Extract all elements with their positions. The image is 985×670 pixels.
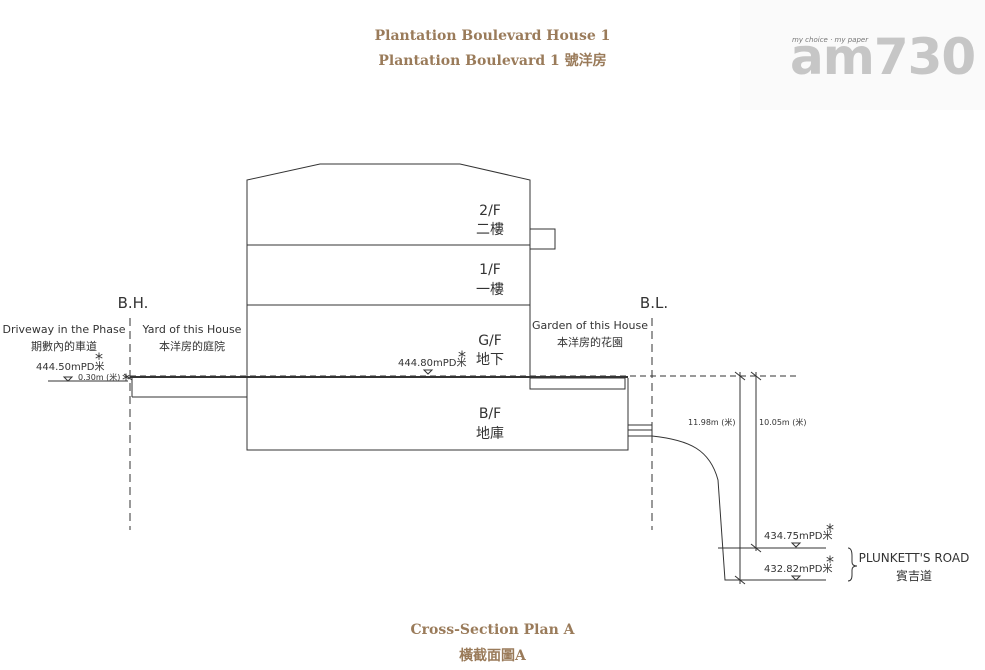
logo-tagline: my choice · my paper <box>792 36 869 44</box>
level-marker-gf <box>422 369 434 375</box>
label-bh: B.H. <box>118 294 149 312</box>
yard-label-zh: 本洋房的庭院 <box>159 339 225 353</box>
asterisk-432: * <box>826 552 834 571</box>
caption-zh: 橫截面圖A <box>459 648 526 664</box>
slope-line <box>651 435 826 581</box>
garden-label: Garden of this House <box>532 319 648 332</box>
label-gf: G/F <box>478 333 502 349</box>
am730-logo: am730 my choice · my paper <box>740 0 985 110</box>
basement-outline <box>246 378 629 451</box>
level-driveway: 444.50mPD米 <box>36 360 104 373</box>
road-label: PLUNKETT'S ROAD <box>859 551 970 565</box>
tick-a <box>734 371 746 381</box>
garden-slab <box>529 377 626 390</box>
level-marker-432 <box>790 575 802 581</box>
dim-1198: 11.98m (米) <box>688 417 735 427</box>
label-2f-zh: 二樓 <box>476 222 504 238</box>
title-en: Plantation Boulevard House 1 <box>374 28 611 44</box>
driveway-label: Driveway in the Phase <box>3 323 126 336</box>
logo-brand: am730 <box>790 28 976 86</box>
dim-small: 0.30m (米) <box>78 372 120 382</box>
tick-b <box>750 371 762 381</box>
dim-1005: 10.05m (米) <box>759 417 806 427</box>
house-roof <box>246 163 531 378</box>
level-43475: 434.75mPD米 <box>764 529 832 542</box>
label-2f: 2/F <box>479 203 501 219</box>
asterisk-driveway: * <box>95 349 103 368</box>
label-1f-zh: 一樓 <box>476 282 504 298</box>
label-bf-zh: 地庫 <box>476 425 504 442</box>
label-bl: B.L. <box>640 294 668 312</box>
tick-d <box>734 575 746 585</box>
balcony-2f <box>529 228 556 250</box>
label-gf-zh: 地下 <box>476 352 504 368</box>
level-marker-434 <box>790 542 802 548</box>
title-zh: Plantation Boulevard 1 號洋房 <box>378 53 607 69</box>
asterisk-434: * <box>826 520 834 539</box>
yard-label: Yard of this House <box>142 323 242 336</box>
asterisk-gf: * <box>458 347 466 366</box>
driveway-label-zh: 期數內的車道 <box>31 339 97 353</box>
road-brace <box>847 547 858 582</box>
caption-en: Cross-Section Plan A <box>410 622 575 638</box>
level-gf: 444.80mPD米 <box>398 356 466 369</box>
road-label-zh: 賓吉道 <box>896 568 932 583</box>
level-43282: 432.82mPD米 <box>764 562 832 575</box>
garden-label-zh: 本洋房的花園 <box>557 335 623 349</box>
label-bf: B/F <box>479 406 501 422</box>
label-1f: 1/F <box>479 262 501 278</box>
level-marker-driveway <box>62 376 74 382</box>
tick-small <box>123 373 133 381</box>
asterisk-small: * <box>122 370 130 389</box>
